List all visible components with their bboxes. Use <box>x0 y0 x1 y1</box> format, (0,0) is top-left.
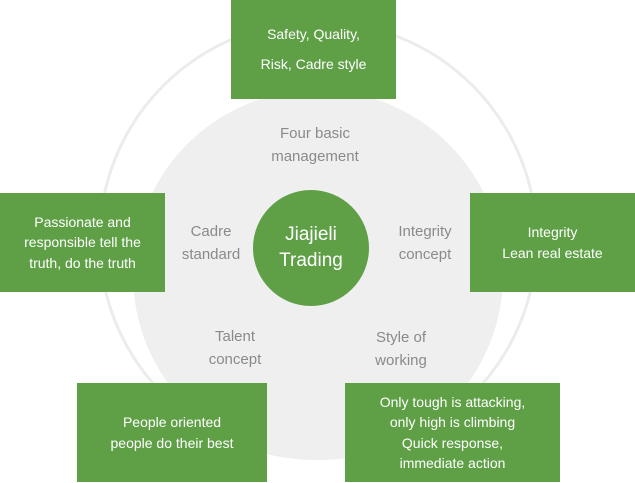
label-four-basic-management: Four basic management <box>255 122 375 169</box>
box-line: responsible tell the <box>24 234 141 251</box>
box-line: Lean real estate <box>502 244 603 261</box>
box-line: only high is climbing <box>389 414 516 431</box>
label-line: Four basic <box>279 125 351 142</box>
label-line: Cadre <box>190 223 232 240</box>
box-line: Quick response, <box>401 434 504 451</box>
center-line: Jiajieli <box>285 224 337 246</box>
label-line: standard <box>181 246 241 264</box>
center-line: Trading <box>279 250 343 271</box>
box-passionate: Passionate and responsible tell the trut… <box>0 193 165 292</box>
box-tough-attacking: Only tough is attacking, only high is cl… <box>345 383 560 482</box>
label-line: working <box>375 352 427 370</box>
box-line: people do their best <box>110 434 234 451</box>
box-integrity: Integrity Lean real estate <box>470 193 635 292</box>
box-people-oriented: People oriented people do their best <box>77 383 267 482</box>
box-line: Safety, Quality, <box>267 26 360 43</box>
label-line: concept <box>208 351 262 369</box>
label-line: Talent <box>214 328 256 345</box>
box-line: Risk, Cadre style <box>260 55 367 72</box>
box-safety-quality: Safety, Quality, Risk, Cadre style <box>231 0 396 99</box>
label-talent-concept: Talent concept <box>190 325 280 372</box>
box-line: People oriented <box>122 414 222 431</box>
box-line: truth, do the truth <box>29 254 136 271</box>
label-style-of-working: Style of working <box>356 326 446 373</box>
box-line: Only tough is attacking, <box>379 393 526 410</box>
label-cadre-standard: Cadre standard <box>166 220 256 267</box>
box-line: Passionate and <box>34 214 131 231</box>
label-line: Style of <box>375 329 427 346</box>
center-jiajieli-trading: Jiajieli Trading <box>253 190 369 306</box>
label-integrity-concept: Integrity concept <box>380 220 470 267</box>
label-line: Integrity <box>398 223 452 240</box>
label-line: concept <box>398 246 452 264</box>
box-line: Integrity <box>527 224 578 241</box>
label-line: management <box>271 148 359 166</box>
box-line: immediate action <box>399 454 506 471</box>
